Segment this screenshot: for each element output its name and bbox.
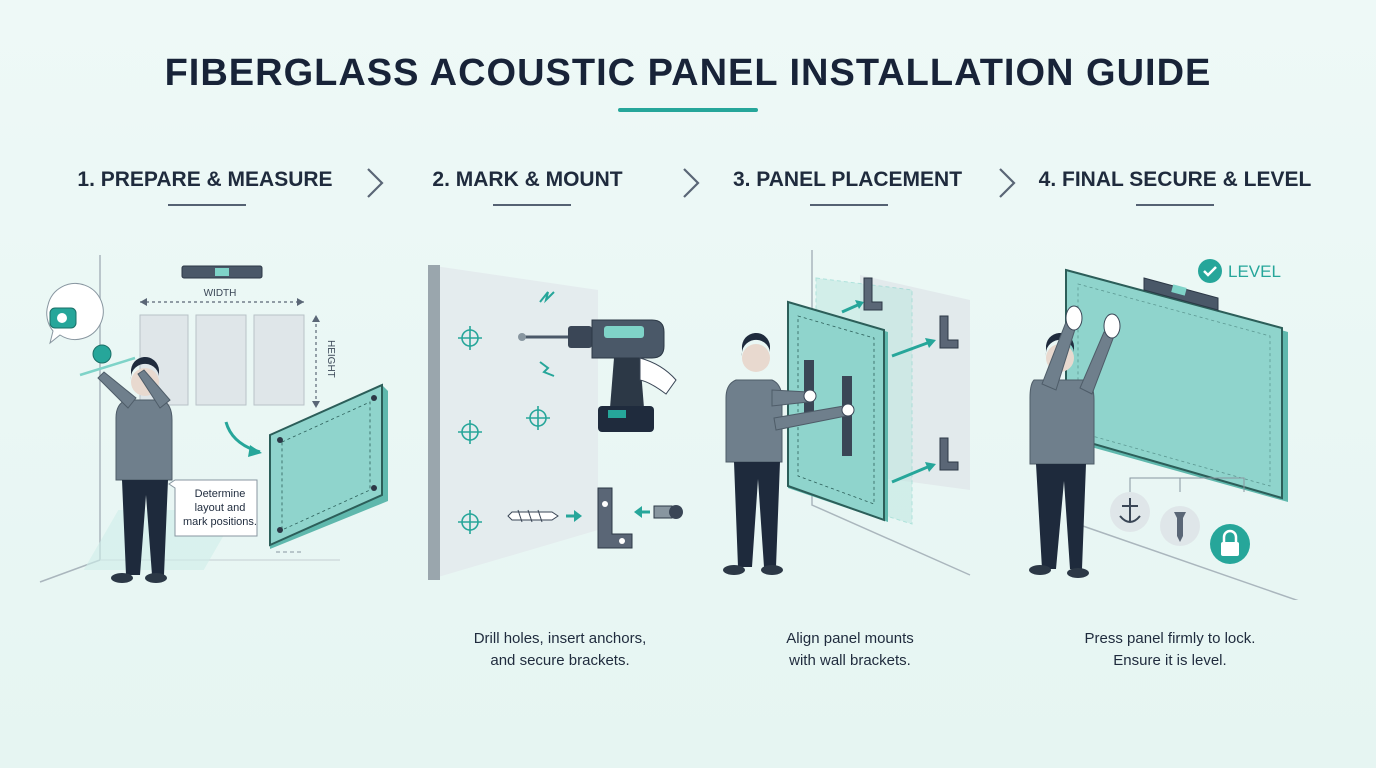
crosshair-marks xyxy=(458,326,550,534)
anchor-icon xyxy=(507,509,559,523)
anchor-icon xyxy=(1110,492,1150,532)
tape-measure-icon xyxy=(46,283,104,345)
page-title: FIBERGLASS ACOUSTIC PANEL INSTALLATION G… xyxy=(164,52,1212,94)
screw-icon xyxy=(653,505,683,519)
title-underline xyxy=(618,108,758,112)
level-icon xyxy=(1143,277,1219,311)
step-4-heading: 4. FINAL SECURE & LEVEL xyxy=(1038,168,1312,191)
person-figure xyxy=(1029,305,1121,578)
bracket-icon xyxy=(863,277,959,471)
level-icon xyxy=(181,265,263,279)
step-3-caption: Align panel mounts with wall brackets. xyxy=(786,630,914,669)
step-4-caption: Press panel firmly to lock. Ensure it is… xyxy=(1084,630,1256,669)
person-figure xyxy=(79,344,173,583)
step-2-illustration xyxy=(428,265,683,580)
step-1-underline xyxy=(168,204,246,206)
acoustic-panel xyxy=(269,383,388,549)
chevron-right-icon xyxy=(367,168,384,198)
chevron-right-icon xyxy=(999,168,1016,198)
callout-line-1: Determine xyxy=(195,488,246,500)
person-figure xyxy=(723,332,855,575)
step-4-underline xyxy=(1136,204,1214,206)
acoustic-panel xyxy=(1065,268,1288,502)
step-2-caption: Drill holes, insert anchors, and secure … xyxy=(473,630,647,669)
level-label: LEVEL xyxy=(1228,262,1281,281)
step-1-illustration: WIDTH HEIGHT Determine layout a xyxy=(39,255,388,583)
chevron-right-icon xyxy=(683,168,700,198)
step-3-underline xyxy=(810,204,888,206)
width-label: WIDTH xyxy=(204,288,237,299)
step-1-heading: 1. PREPARE & MEASURE xyxy=(77,168,333,191)
step-2-underline xyxy=(493,204,571,206)
drill-icon xyxy=(518,319,677,432)
lock-icon xyxy=(1210,524,1250,564)
callout-line-3: mark positions. xyxy=(183,516,257,528)
check-icon xyxy=(1198,259,1222,283)
step-4-illustration: LEVEL xyxy=(1029,259,1299,600)
callout-line-2: layout and xyxy=(195,502,246,514)
screw-icon xyxy=(1160,506,1200,546)
height-label: HEIGHT xyxy=(325,340,336,378)
bracket-icon xyxy=(597,487,633,549)
step-3-illustration xyxy=(723,250,971,576)
step-2-heading: 2. MARK & MOUNT xyxy=(432,168,623,191)
step-3-heading: 3. PANEL PLACEMENT xyxy=(732,168,963,191)
